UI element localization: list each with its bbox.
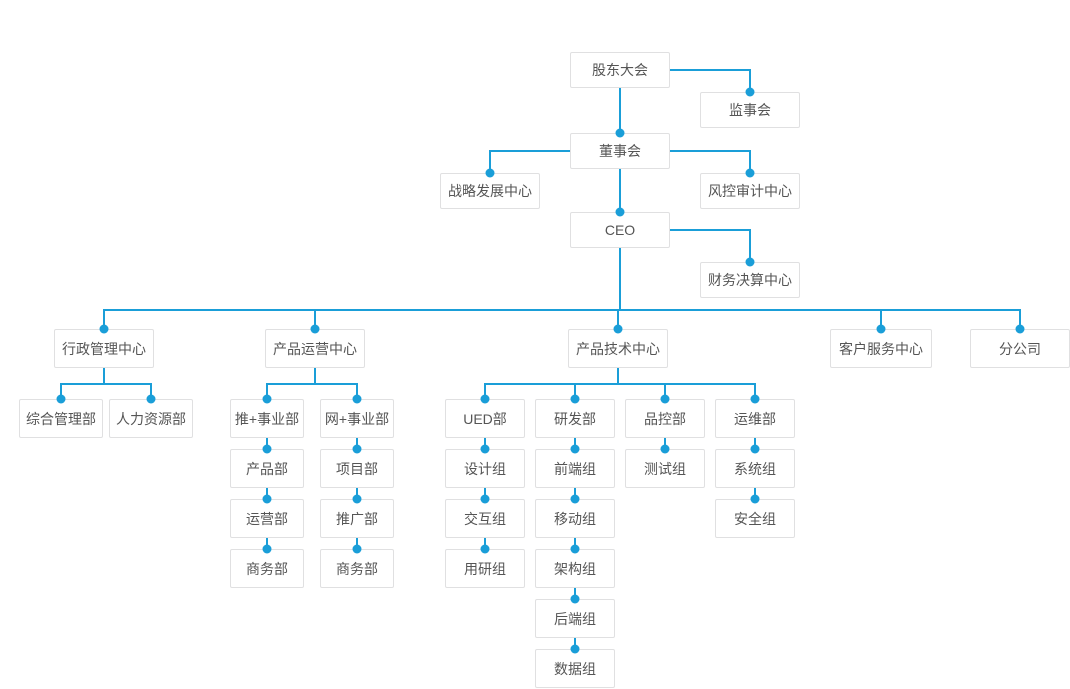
node-rnd-dept: 研发部 [535, 399, 615, 438]
node-operations-maintenance-dept: 运维部 [715, 399, 795, 438]
node-customer-service-center: 客户服务中心 [830, 329, 932, 368]
node-promotion-dept: 推广部 [320, 499, 394, 538]
node-branch-company: 分公司 [970, 329, 1070, 368]
node-backend-team: 后端组 [535, 599, 615, 638]
node-ued-dept: UED部 [445, 399, 525, 438]
node-supervisory-board: 监事会 [700, 92, 800, 128]
node-tui-plus-division: 推+事业部 [230, 399, 304, 438]
node-board-of-directors: 董事会 [570, 133, 670, 169]
node-risk-audit-center: 风控审计中心 [700, 173, 800, 209]
node-testing-team: 测试组 [625, 449, 705, 488]
node-general-management-dept: 综合管理部 [19, 399, 103, 438]
node-admin-management-center: 行政管理中心 [54, 329, 154, 368]
node-operations-dept: 运营部 [230, 499, 304, 538]
node-human-resources-dept: 人力资源部 [109, 399, 193, 438]
node-ceo: CEO [570, 212, 670, 248]
node-business-dept-wang: 商务部 [320, 549, 394, 588]
node-design-team: 设计组 [445, 449, 525, 488]
node-finance-settlement-center: 财务决算中心 [700, 262, 800, 298]
node-system-team: 系统组 [715, 449, 795, 488]
node-quality-control-dept: 品控部 [625, 399, 705, 438]
node-product-operations-center: 产品运营中心 [265, 329, 365, 368]
node-frontend-team: 前端组 [535, 449, 615, 488]
node-product-dept: 产品部 [230, 449, 304, 488]
node-strategy-development-center: 战略发展中心 [440, 173, 540, 209]
node-interaction-team: 交互组 [445, 499, 525, 538]
node-shareholders-meeting: 股东大会 [570, 52, 670, 88]
node-data-team: 数据组 [535, 649, 615, 688]
node-architecture-team: 架构组 [535, 549, 615, 588]
node-product-tech-center: 产品技术中心 [568, 329, 668, 368]
node-project-dept: 项目部 [320, 449, 394, 488]
node-business-dept-tui: 商务部 [230, 549, 304, 588]
node-security-team: 安全组 [715, 499, 795, 538]
node-mobile-team: 移动组 [535, 499, 615, 538]
node-wang-plus-division: 网+事业部 [320, 399, 394, 438]
node-user-research-team: 用研组 [445, 549, 525, 588]
